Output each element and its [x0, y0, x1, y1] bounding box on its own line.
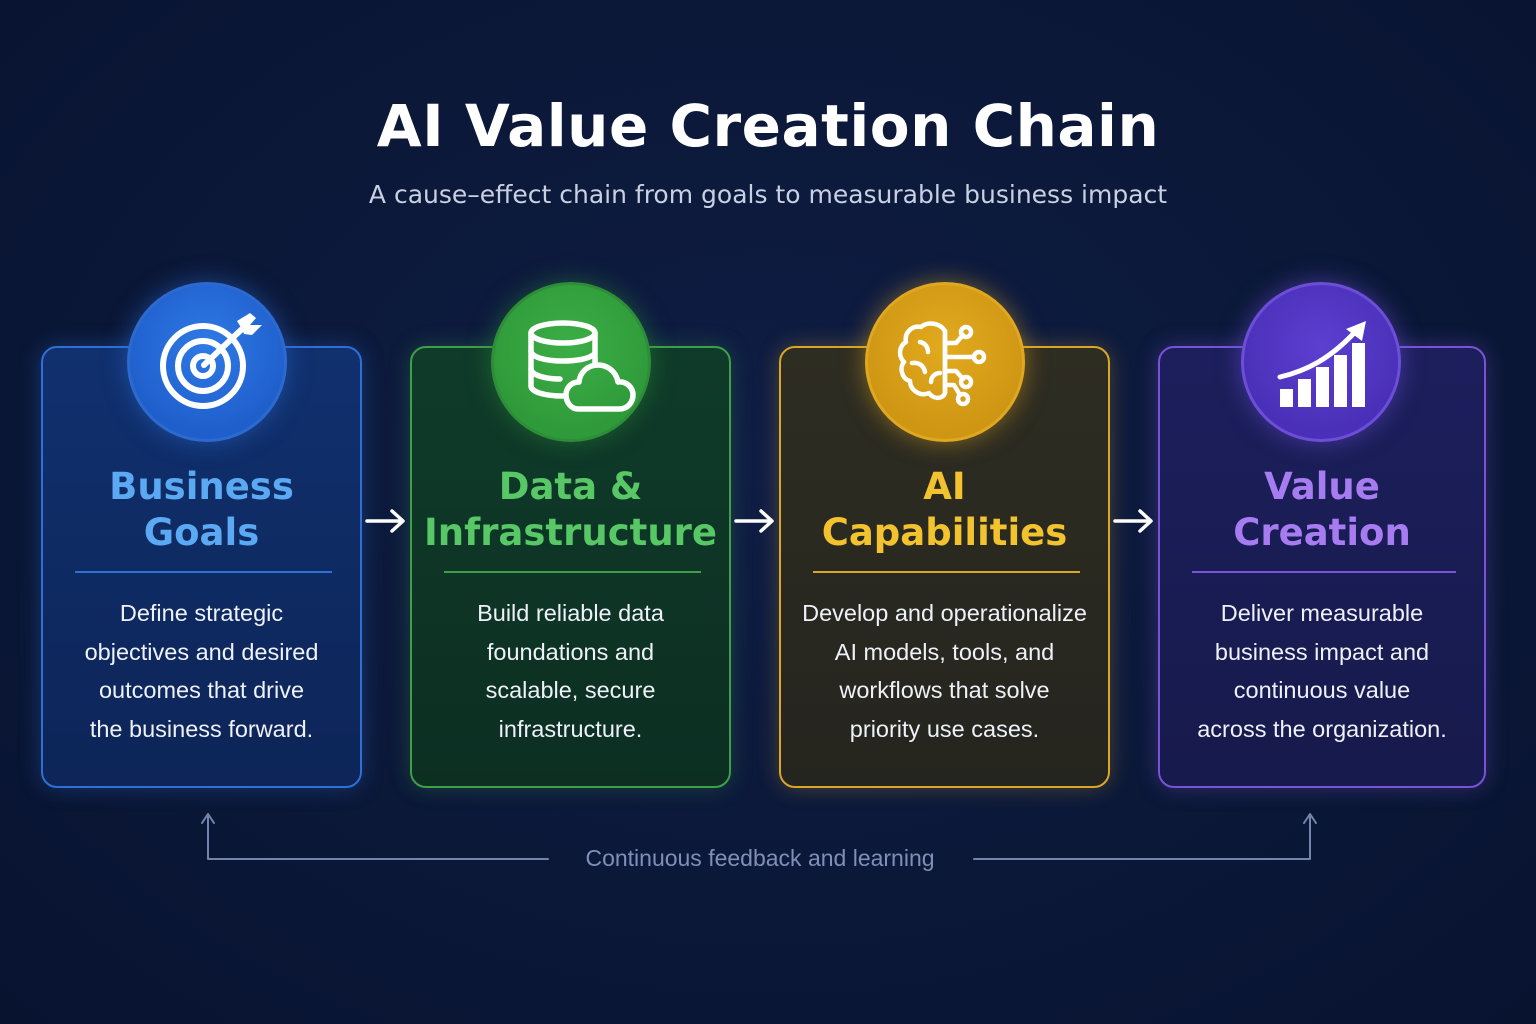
- arrow-right-icon: [365, 509, 405, 533]
- stage-divider: [444, 571, 701, 573]
- stage-divider: [813, 571, 1080, 573]
- feedback-loop-connector: [201, 813, 1317, 860]
- stage-description: Build reliable data foundations and scal…: [477, 600, 664, 742]
- arrow-right-icon: [734, 509, 774, 533]
- stage-description: Define strategic objectives and desired …: [84, 600, 319, 742]
- target-icon: [160, 313, 262, 409]
- icon-badge-value-creation: [1241, 282, 1401, 442]
- growth-chart-icon: [1277, 321, 1366, 407]
- stage-divider: [1192, 571, 1456, 573]
- stage-description: Develop and operationalize AI models, to…: [802, 600, 1087, 742]
- brain-circuit-icon: [897, 321, 987, 407]
- stage-card-data-infrastructure: Data & Infrastructure Build reliable dat…: [410, 346, 731, 788]
- stage-heading: Data & Infrastructure: [423, 465, 718, 554]
- page-title: AI Value Creation Chain: [376, 92, 1160, 160]
- feedback-label: Continuous feedback and learning: [585, 845, 935, 871]
- stage-heading: Business Goals: [109, 465, 294, 554]
- stage-divider: [75, 571, 332, 573]
- database-cloud-icon: [528, 320, 636, 412]
- icon-badge-business-goals: [127, 282, 287, 442]
- stage-heading: Value Creation: [1233, 465, 1411, 554]
- icon-badge-data-infrastructure: [491, 282, 651, 442]
- arrow-right-icon: [1113, 509, 1153, 533]
- page-subtitle: A cause–effect chain from goals to measu…: [368, 180, 1168, 209]
- stage-heading: AI Capabilities: [821, 465, 1068, 554]
- icon-badge-ai-capabilities: [865, 282, 1025, 442]
- stage-description: Deliver measurable business impact and c…: [1197, 600, 1447, 742]
